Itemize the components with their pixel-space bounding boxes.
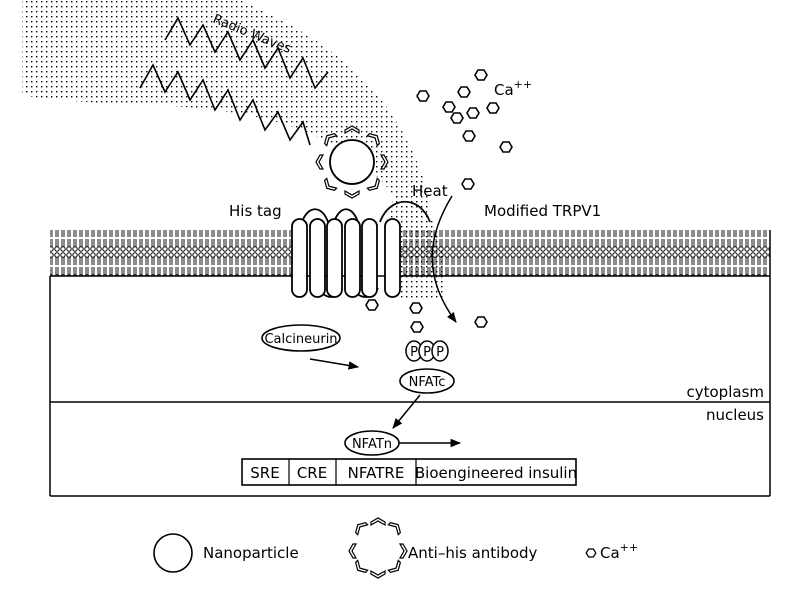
nfatc-node — [399, 368, 455, 394]
gene-element-sre: SRE — [250, 464, 279, 482]
phosphate-groups: P P P — [405, 340, 449, 362]
legend-antibody-label: Anti–his antibody — [408, 544, 538, 562]
legend-nanoparticle-label: Nanoparticle — [203, 544, 299, 562]
radio-wave-zigzag — [139, 63, 311, 146]
svg-text:P: P — [423, 345, 431, 360]
nfatn-label: NFATn — [352, 437, 392, 452]
cell-membrane-right — [385, 230, 770, 276]
gene-element-insulin: Bioengineered insulin — [415, 464, 577, 482]
calcineurin-node — [261, 324, 341, 352]
gene-element-nfatre: NFATRE — [348, 464, 405, 482]
legend-nanoparticle-symbol — [153, 533, 193, 573]
legend: Nanoparticle Anti–his antibody Ca++ — [153, 517, 638, 579]
cytoplasm-label: cytoplasm — [687, 383, 765, 401]
gene-element-cre: CRE — [297, 464, 327, 482]
radio-wave-zigzag — [164, 16, 329, 90]
heat-zone — [390, 190, 446, 300]
svg-text:P: P — [436, 345, 444, 360]
legend-calcium-label: Ca++ — [600, 541, 638, 562]
nanoparticle — [329, 139, 375, 185]
radio-wave-beam — [22, 0, 430, 240]
heat-label: Heat — [412, 182, 448, 200]
legend-antibody-symbol — [348, 517, 408, 579]
legend-calcium-symbol — [585, 548, 597, 558]
gene-construct: SRE CRE NFATRE Bioengineered insulin — [241, 458, 577, 486]
his-tag-label: His tag — [229, 202, 282, 220]
modified-trpv1-channel — [291, 200, 431, 298]
calcineurin-arrow — [309, 358, 360, 370]
nucleus-label: nucleus — [706, 406, 764, 424]
calcineurin-label: Calcineurin — [264, 332, 337, 347]
calcium-ions-intracellular — [365, 299, 488, 333]
translocation-arrow — [392, 394, 421, 429]
cell-membrane-left — [50, 230, 292, 276]
nfatc-label: NFATc — [409, 375, 446, 390]
modified-trpv1-label: Modified TRPV1 — [484, 202, 601, 220]
calcium-label: Ca++ — [494, 78, 532, 99]
svg-text:P: P — [410, 345, 418, 360]
nanoparticle-complex — [315, 125, 389, 199]
calcium-influx-arrow — [431, 195, 457, 323]
